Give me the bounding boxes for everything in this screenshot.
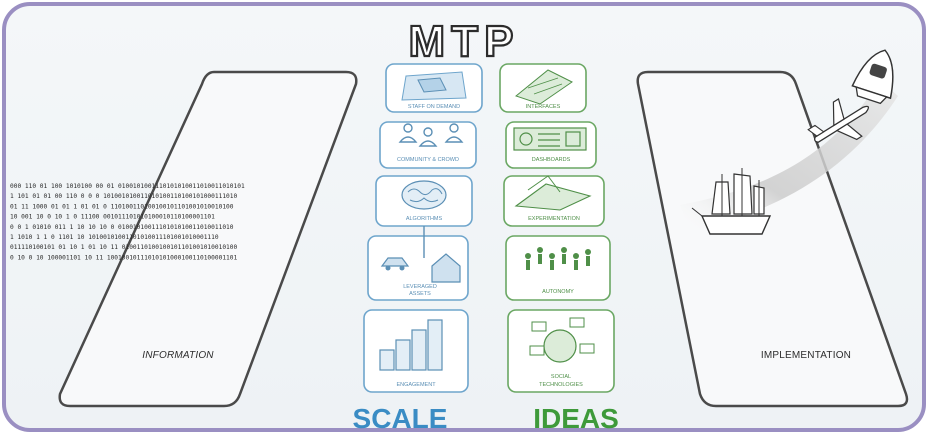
ideas-item-interfaces: INTERFACES (499, 63, 587, 113)
scale-item-label-5: ENGAGEMENT (396, 382, 436, 388)
binary-stream: 000 110 01 100 1010100 00 01 01001010011… (10, 183, 245, 261)
paper-plane-icon (514, 175, 592, 211)
hand-on-map-icon (401, 71, 467, 101)
scale-item-label-4a: LEVERAGED (403, 284, 437, 290)
information-label: INFORMATION (142, 350, 214, 361)
binary-line: 0 0 1 01010 011 1 10 10 10 0 01001010011… (10, 224, 234, 231)
ideas-item-label-5a: SOCIAL (551, 374, 571, 380)
scale-item-leveraged-assets: LEVERAGED ASSETS (367, 226, 469, 301)
ideas-item-label-5b: TECHNOLOGIES (539, 382, 583, 388)
ideas-item-label-2: DASHBOARDS (532, 157, 571, 163)
implementation-label: IMPLEMENTATION (761, 350, 851, 361)
grid-plan-icon (514, 69, 573, 105)
ideas-item-label-4: AUTONOMY (542, 289, 574, 295)
scale-label: SCALE (353, 403, 448, 434)
scale-item-community: COMMUNITY & CROWD (379, 121, 477, 169)
mtp-title: MTP (409, 17, 520, 66)
ideas-column: INTERFACES DASHBOARDS EXPERIMENTATION (499, 63, 615, 393)
binary-line: 0 10 0 10 100001101 10 11 10010010111010… (10, 254, 238, 261)
binary-line: 01 11 1000 01 01 1 01 01 0 1101001101001… (10, 203, 234, 210)
space-capsule-icon (851, 49, 894, 105)
scale-item-label-1: STAFF ON DEMAND (408, 104, 460, 110)
binary-line: 000 110 01 100 1010100 00 01 01001010011… (10, 183, 245, 190)
scale-item-algorithms: ALGORITHMS (375, 175, 473, 227)
ideas-item-label-1: INTERFACES (526, 104, 561, 110)
binary-line: 1 101 01 01 00 110 0 0 0 101001010011010… (10, 193, 238, 200)
scale-item-label-2: COMMUNITY & CROWD (397, 157, 459, 163)
information-panel (58, 70, 358, 408)
binary-line: 011110100101 01 10 1 01 10 11 0100110100… (10, 244, 238, 251)
implementation-panel (636, 70, 909, 408)
speech-network-icon (529, 317, 595, 363)
bar-blocks-icon (379, 319, 443, 371)
ideas-item-label-3: EXPERIMENTATION (528, 216, 580, 222)
ideas-item-experimentation: EXPERIMENTATION (503, 175, 605, 227)
scale-column: STAFF ON DEMAND COMMUNITY & CROWD ALGORI… (363, 63, 483, 393)
people-network-icon (398, 123, 464, 147)
binary-line: 10 001 10 0 10 1 0 11100 001011101010100… (10, 214, 215, 221)
ideas-item-autonomy: AUTONOMY (505, 235, 611, 301)
ideas-item-dashboards: DASHBOARDS (505, 121, 597, 169)
scale-item-engagement: ENGAGEMENT (363, 309, 469, 393)
scale-item-label-3: ALGORITHMS (406, 216, 443, 222)
scale-item-label-4b: ASSETS (409, 291, 431, 297)
dashboard-panel-icon (513, 127, 587, 151)
ideas-item-social-technologies: SOCIAL TECHNOLOGIES (507, 309, 615, 393)
galleon-icon (691, 168, 772, 235)
people-group-icon (525, 247, 591, 270)
scale-item-staff-on-demand: STAFF ON DEMAND (385, 63, 483, 113)
car-house-icon (380, 226, 461, 283)
brain-icon (401, 180, 447, 210)
ideas-label: IDEAS (533, 403, 619, 434)
binary-line: 1 1010 1 1 0 1101 10 1010010100110101001… (10, 234, 219, 241)
airplane-icon (807, 97, 870, 143)
